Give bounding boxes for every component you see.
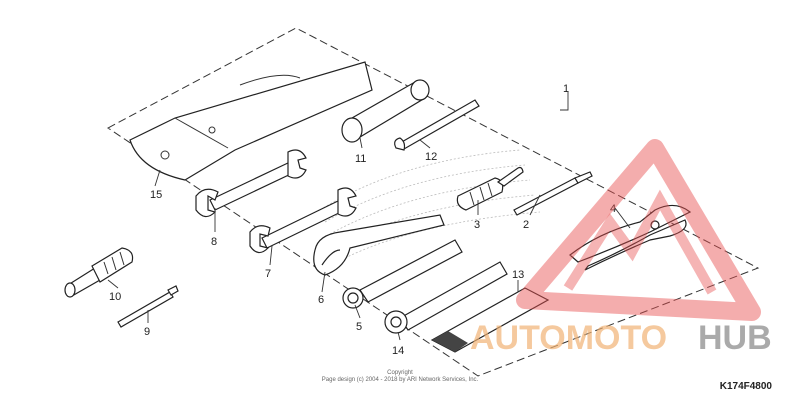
callout-6: 6	[318, 294, 324, 306]
copyright-notice: Copyright Page design (c) 2004 - 2018 by…	[300, 370, 500, 384]
callout-12: 12	[425, 151, 437, 163]
callout-7: 7	[265, 268, 271, 280]
grip-10-part	[64, 247, 134, 298]
pin-spanner-part	[313, 214, 445, 276]
ring-spanner-long-part	[384, 261, 508, 334]
callout-15: 15	[150, 189, 162, 201]
callout-13: 13	[512, 269, 524, 281]
wrench-8-part	[195, 149, 307, 218]
diagram-code: K174F4800	[719, 381, 772, 392]
copyright-line-2: Page design (c) 2004 - 2018 by ARI Netwo…	[321, 377, 479, 383]
automotohub-watermark: AUTOMOTO HUB	[470, 139, 772, 357]
callout-2: 2	[523, 219, 529, 231]
screwdriver-bit-part	[513, 171, 593, 216]
watermark-text-automoto: AUTOMOTO	[470, 319, 667, 357]
box-spanner-part	[341, 79, 430, 143]
honda-wing-watermark	[319, 149, 541, 259]
callout-10: 10	[109, 291, 121, 303]
watermark-triangle-icon	[516, 139, 761, 321]
watermark-text-hub: HUB	[698, 319, 772, 357]
callout-8: 8	[211, 236, 217, 248]
leader-lines	[107, 92, 631, 341]
ring-spanner-part	[342, 239, 463, 309]
watermark-mountain-icon	[563, 189, 717, 295]
bit-9-part	[117, 285, 179, 328]
callout-9: 9	[144, 326, 150, 338]
wrench-7-part	[249, 187, 357, 254]
tool-bag-part	[129, 61, 373, 181]
callout-numbers: 1 2 3 4 5 6 7 8 9 10 11 12 13 14 15	[109, 83, 616, 357]
pliers-part	[569, 204, 692, 271]
callout-14: 14	[392, 345, 404, 357]
copyright-line-1: Copyright	[387, 370, 413, 376]
callout-1: 1	[563, 83, 569, 95]
grip-strap-part	[430, 287, 550, 353]
screwdriver-handle-part	[456, 166, 524, 211]
handle-bar-part	[394, 99, 480, 151]
callout-4: 4	[610, 203, 616, 215]
callout-11: 11	[355, 153, 366, 165]
callout-5: 5	[356, 321, 362, 333]
callout-3: 3	[474, 219, 480, 231]
